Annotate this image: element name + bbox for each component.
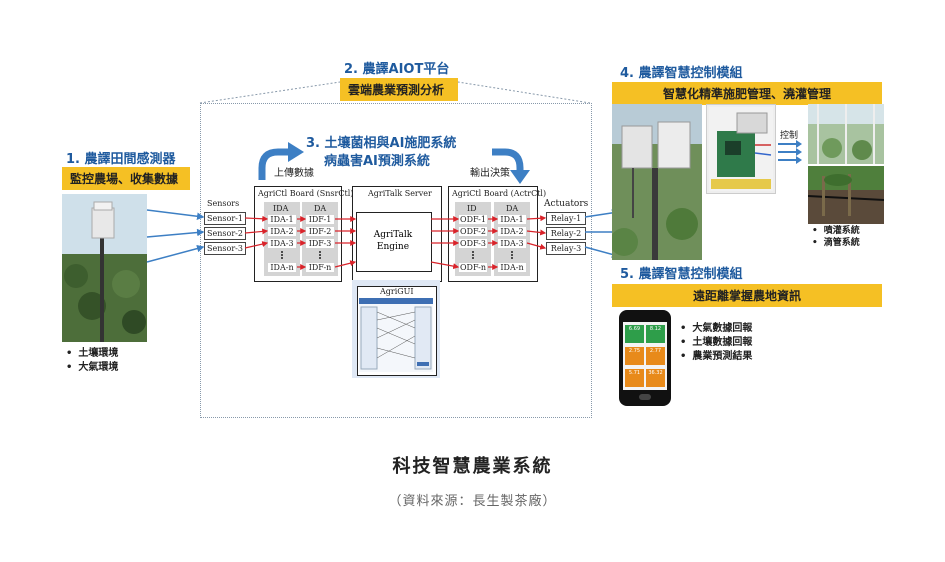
bullet-item: 滴管系統 — [812, 237, 860, 249]
output-label: 輸出決策 — [470, 168, 510, 179]
phone-tile: 8.12 — [646, 325, 665, 343]
section5-title: 5. 農譯智慧控制模組 — [620, 267, 743, 282]
ellipsis-dots — [281, 251, 513, 259]
drip-irrigation-photo — [808, 166, 884, 224]
bullet-item: 大氣數據回報 — [680, 322, 752, 336]
board-cell: IDA-1 — [268, 215, 296, 224]
bullet-item: 噴灌系統 — [812, 225, 860, 237]
agrigui-screenshot — [359, 298, 433, 372]
section1-subtitle: 監控農場、收集數據 — [62, 167, 190, 190]
phone-screen: 6.69 8.12 2.75 2.77 5.71 36.32 — [623, 322, 667, 390]
col-header: IDA — [273, 204, 289, 213]
server-title: AgriTalk Server — [368, 189, 432, 198]
control-box-photo — [612, 104, 702, 260]
board-cell: IDA-n — [268, 263, 296, 272]
section4-bullets: 噴灌系統 滴管系統 — [812, 225, 860, 249]
phone-tile: 36.32 — [646, 369, 665, 387]
arrow-right-icon — [288, 142, 304, 162]
figure-caption: 科技智慧農業系統 — [392, 456, 553, 477]
phone-tile: 2.75 — [625, 347, 644, 365]
smartphone-mockup: 6.69 8.12 2.75 2.77 5.71 36.32 — [619, 310, 671, 406]
section2-subtitle: 雲端農業預測分析 — [340, 78, 458, 101]
arrow-down-icon — [510, 170, 530, 184]
col-header: DA — [506, 204, 519, 213]
board-cell: ODF-1 — [459, 215, 487, 224]
relay-box: Relay-1 — [546, 212, 586, 225]
board-cell: IDF-1 — [306, 215, 334, 224]
section4-title: 4. 農譯智慧控制模組 — [620, 66, 743, 81]
bullet-item: 土壤環境 — [66, 347, 118, 361]
board-cell: IDA-2 — [268, 227, 296, 236]
circuit-board-photo — [706, 104, 776, 194]
sensors-label: Sensors — [207, 199, 240, 208]
board-cell: IDA-3 — [498, 239, 526, 248]
bullet-item: 土壤數據回報 — [680, 336, 752, 350]
bullet-item: 農業預測結果 — [680, 350, 752, 364]
board-cell: IDA-n — [498, 263, 526, 272]
relay-box: Relay-3 — [546, 242, 586, 255]
bullet-item: 大氣環境 — [66, 361, 118, 375]
board-cell: IDF-3 — [306, 239, 334, 248]
control-label: 控制 — [780, 131, 799, 141]
actuator-board-title: AgriCtl Board (ActrCtl) — [452, 189, 547, 198]
board-cell: ODF-2 — [459, 227, 487, 236]
agritalk-engine — [356, 212, 432, 272]
actuators-label: Actuators — [544, 199, 589, 209]
relay-box: Relay-2 — [546, 227, 586, 240]
section3-title-line2: 病蟲害AI預測系統 — [324, 154, 430, 169]
phone-home-button — [639, 394, 651, 400]
board-cell: IDA-3 — [268, 239, 296, 248]
sensor-box: Sensor-3 — [204, 242, 246, 255]
platform-region — [200, 103, 592, 418]
sprinkler-photo — [808, 104, 884, 164]
phone-tile: 2.77 — [646, 347, 665, 365]
board-cell: IDF-2 — [306, 227, 334, 236]
section5-bullets: 大氣數據回報 土壤數據回報 農業預測結果 — [680, 322, 752, 364]
sensor-board-title: AgriCtl Board (SnsrCtl) — [258, 189, 354, 198]
board-cell: IDA-2 — [498, 227, 526, 236]
board-cell: ODF-3 — [459, 239, 487, 248]
section3-title-line1: 3. 土壤菌相與AI施肥系統 — [306, 136, 457, 151]
figure-source: （資料來源：長生製茶廠） — [388, 494, 557, 509]
upload-label: 上傳數據 — [274, 168, 314, 179]
field-sensor-photo — [62, 194, 147, 342]
col-header: ID — [467, 204, 477, 213]
section1-bullets: 土壤環境 大氣環境 — [66, 347, 118, 375]
phone-tile: 6.69 — [625, 325, 644, 343]
section1-title: 1. 農譯田間感測器 — [66, 152, 176, 167]
board-cell: ODF-n — [459, 263, 487, 272]
col-header: DA — [314, 204, 327, 213]
board-cell: IDA-1 — [498, 215, 526, 224]
agrigui-label: AgriGUI — [380, 287, 414, 296]
board-cell: IDF-n — [306, 263, 334, 272]
section4-subtitle: 智慧化精準施肥管理、澆灌管理 — [612, 82, 882, 105]
engine-label: AgriTalk Engine — [373, 230, 413, 252]
section5-subtitle: 遠距離掌握農地資訊 — [612, 284, 882, 307]
phone-tile: 5.71 — [625, 369, 644, 387]
section2-title: 2. 農譯AIOT平台 — [344, 62, 450, 77]
triple-arrow-icon — [778, 140, 802, 164]
